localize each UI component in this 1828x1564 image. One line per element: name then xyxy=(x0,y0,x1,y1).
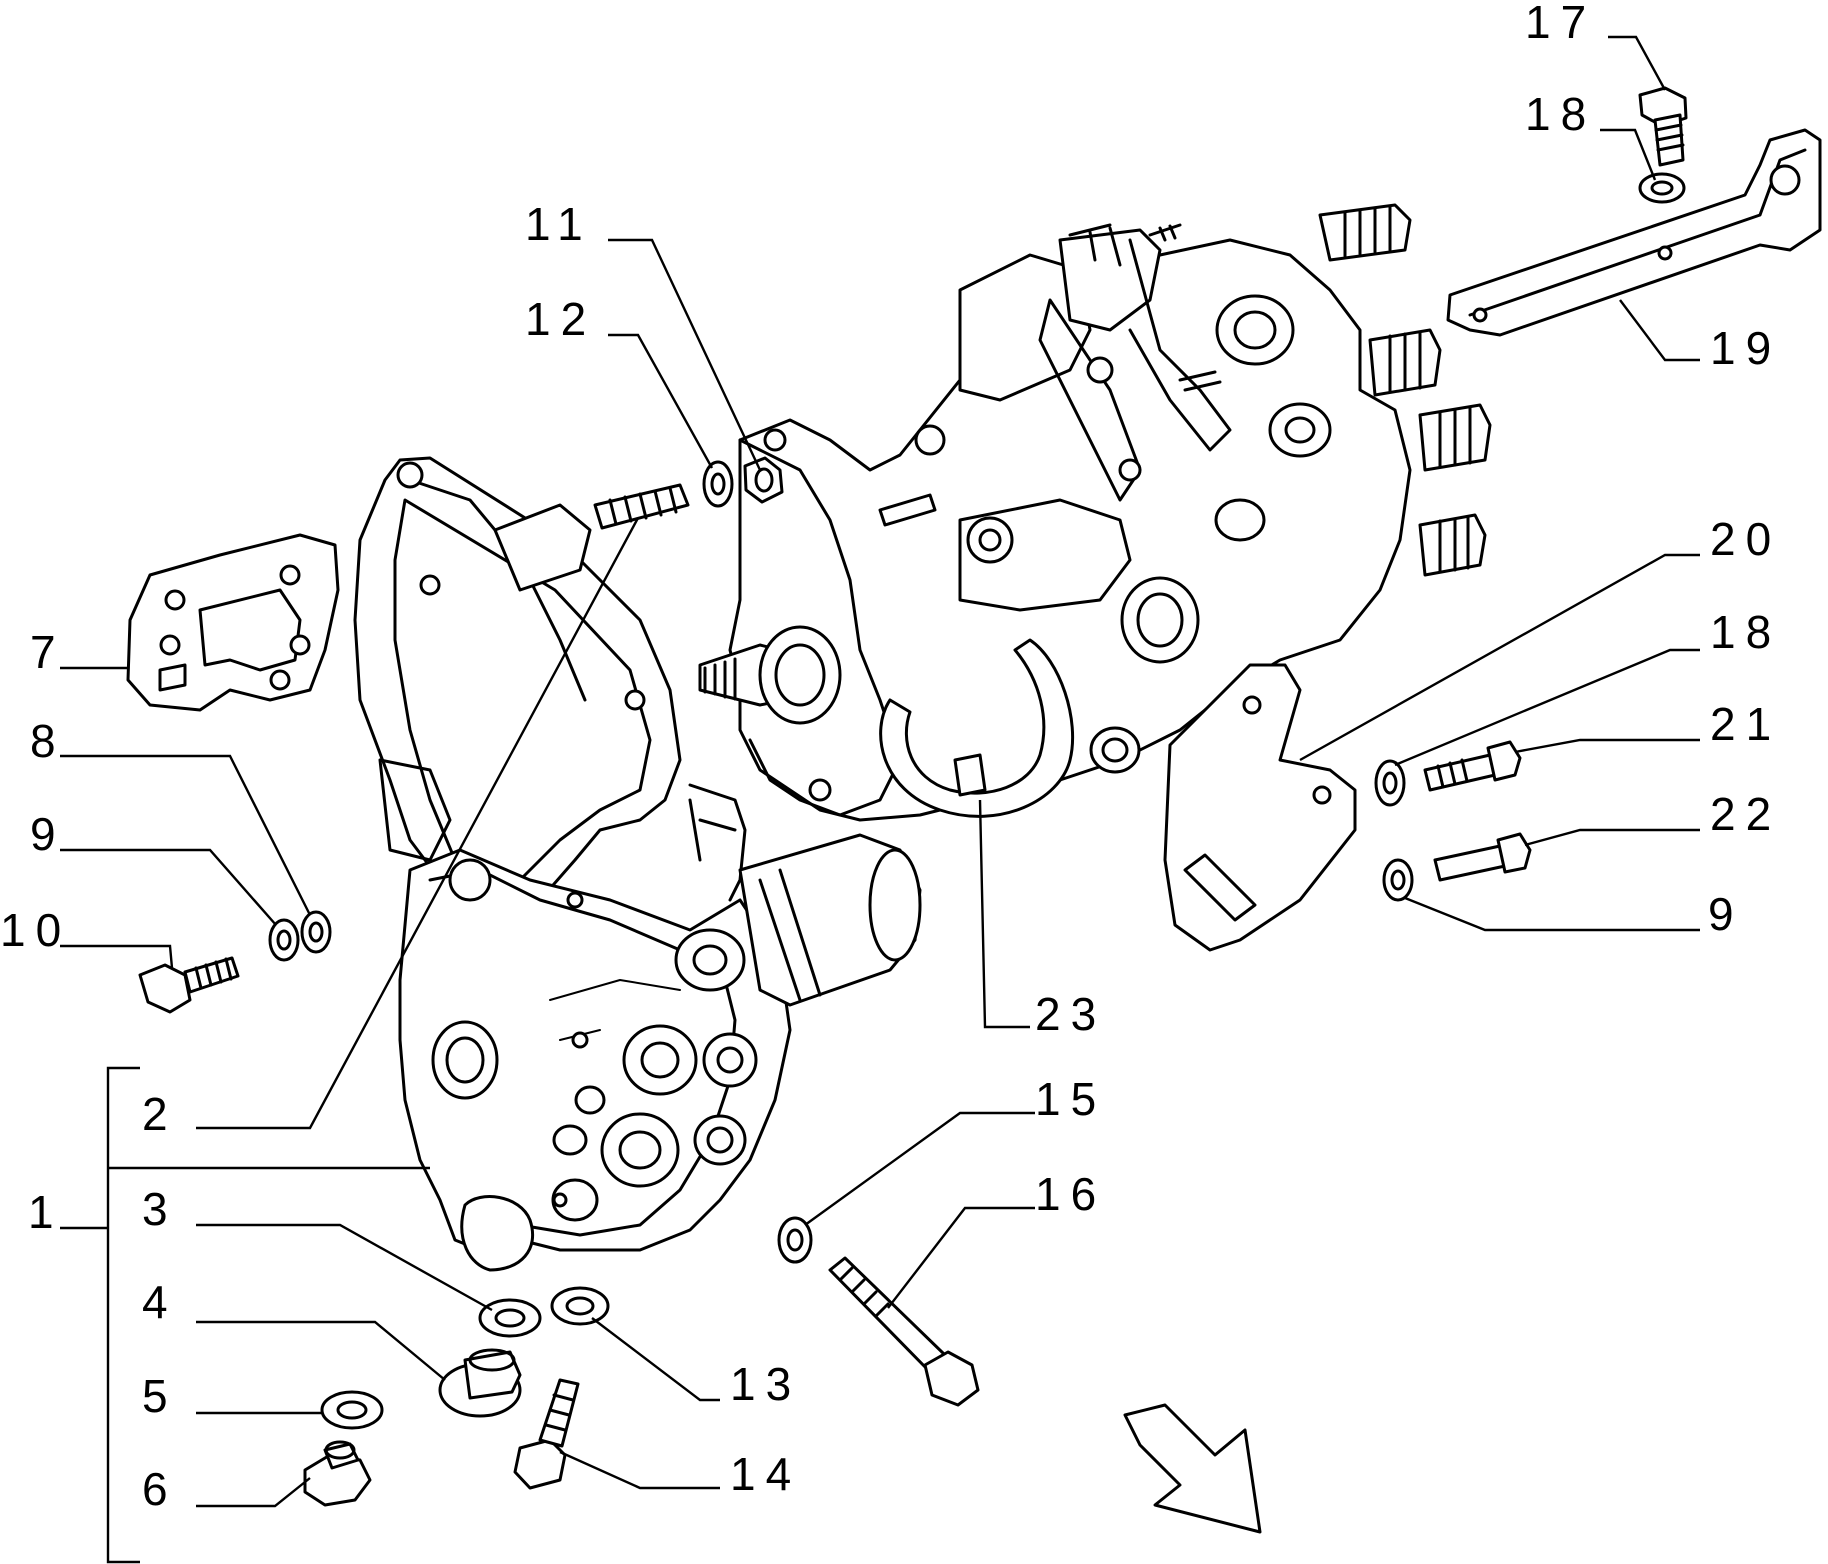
bracket-19 xyxy=(1446,128,1822,337)
callout-23: 23 xyxy=(1035,988,1106,1040)
callout-14: 14 xyxy=(730,1448,801,1500)
washer-13 xyxy=(550,1286,610,1326)
plug-6 xyxy=(303,1440,372,1507)
callout-15: 15 xyxy=(1035,1073,1106,1125)
housing-bosses xyxy=(431,1020,758,1222)
bracket-20 xyxy=(1163,663,1357,952)
callout-11: 11 xyxy=(525,198,593,250)
callout-10: 10 xyxy=(0,904,71,956)
screw-17 xyxy=(1638,86,1688,167)
callout-16: 16 xyxy=(1035,1168,1106,1220)
advance-device-housing xyxy=(353,456,922,1272)
washer-8 xyxy=(300,910,332,954)
callout-9-right: 9 xyxy=(1708,888,1744,940)
callout-7: 7 xyxy=(30,626,66,678)
stud-bolt xyxy=(593,483,690,530)
screw-14 xyxy=(513,1378,580,1490)
outline-arrow-down-right-icon xyxy=(1123,1403,1262,1534)
callout-1: 1 xyxy=(28,1186,64,1238)
callout-18-top: 18 xyxy=(1525,88,1596,140)
leader-lines xyxy=(60,35,1700,1564)
callout-12: 12 xyxy=(525,293,596,345)
washer-9-left xyxy=(268,918,300,962)
screw-10 xyxy=(138,956,240,1014)
callout-20: 20 xyxy=(1710,513,1781,565)
callout-8: 8 xyxy=(30,715,66,767)
callout-13: 13 xyxy=(730,1358,801,1410)
washer-3 xyxy=(478,1298,542,1338)
screw-16 xyxy=(828,1256,980,1407)
screw-21 xyxy=(1423,740,1522,792)
callout-2: 2 xyxy=(142,1088,178,1140)
callout-4: 4 xyxy=(142,1276,178,1328)
washer-18-right xyxy=(1374,759,1406,807)
callout-6: 6 xyxy=(142,1463,178,1515)
washer-18-top xyxy=(1638,172,1686,204)
callout-labels: 17 18 19 11 12 7 8 9 10 2 1 3 4 5 6 13 1… xyxy=(0,0,1781,1515)
callout-18-right: 18 xyxy=(1710,606,1781,658)
washer-5 xyxy=(320,1390,384,1430)
plug-4 xyxy=(438,1348,522,1418)
screw-22 xyxy=(1433,832,1532,882)
outlet-fitting-mid-lower xyxy=(1418,403,1492,472)
seal-ring xyxy=(879,638,1075,818)
gasket-7 xyxy=(126,533,340,712)
callout-9-left: 9 xyxy=(30,808,66,860)
callout-21: 21 xyxy=(1710,698,1781,750)
callout-3: 3 xyxy=(142,1183,178,1235)
callout-22: 22 xyxy=(1710,788,1781,840)
washer-9-right xyxy=(1382,858,1414,902)
callout-17: 17 xyxy=(1525,0,1596,48)
callout-5: 5 xyxy=(142,1370,178,1422)
washer-15 xyxy=(777,1216,813,1264)
outlet-fitting-top xyxy=(1318,203,1412,262)
injection-pump-body xyxy=(698,203,1492,822)
nut-11 xyxy=(743,456,784,504)
outlet-fitting-mid-upper xyxy=(1368,328,1442,397)
washer-12 xyxy=(702,460,734,508)
callout-19: 19 xyxy=(1710,322,1781,374)
outlet-fitting-bottom xyxy=(1418,513,1487,577)
